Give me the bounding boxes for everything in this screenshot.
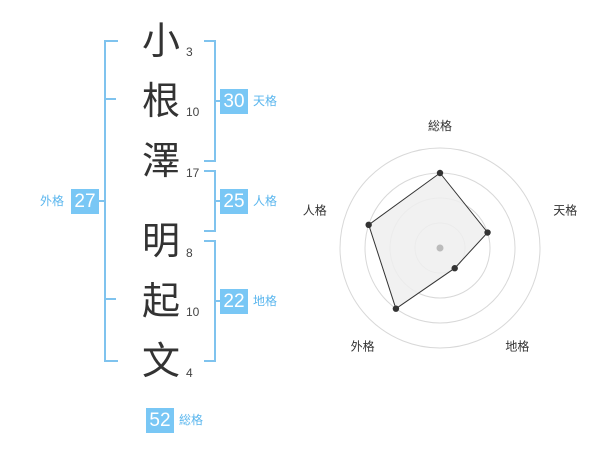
radar-data-area [368, 172, 489, 310]
radar-point-1 [436, 169, 444, 177]
name-char-6: 文 [141, 339, 180, 383]
tenkaku-badge: 30 [220, 89, 248, 114]
stroke-count-5: 10 [186, 305, 200, 319]
soukaku-badge: 52 [146, 408, 174, 433]
stroke-count-1: 3 [186, 45, 193, 59]
name-char-5: 起 [141, 279, 180, 323]
tenkaku-label: 天格 [253, 94, 278, 108]
gaikaku-connector [98, 200, 104, 202]
radar-axis-label-1: 総格 [428, 118, 452, 133]
radar-point-5 [365, 221, 372, 229]
chikaku-label: 地格 [253, 294, 278, 308]
gaikaku-badge: 27 [71, 189, 99, 214]
name-char-4: 明 [141, 219, 180, 263]
stroke-count-3: 17 [186, 166, 200, 180]
jinkaku-badge: 25 [220, 189, 248, 214]
name-char-1: 小 [141, 19, 180, 63]
jinkaku-label: 人格 [253, 194, 278, 208]
radar-axis-label-2: 天格 [553, 202, 577, 217]
name-char-2: 根 [141, 79, 180, 123]
radar-point-3 [451, 265, 458, 272]
name-char-3: 澤 [141, 139, 180, 183]
gaikaku-bracket [104, 40, 118, 362]
radar-point-4 [392, 305, 400, 312]
radar-axis-label-5: 人格 [303, 202, 327, 217]
stroke-count-2: 10 [186, 105, 200, 119]
tenkaku-connector [214, 100, 220, 102]
gaikaku-tick-bottom [104, 298, 116, 300]
chikaku-badge: 22 [220, 289, 248, 314]
stroke-count-4: 8 [186, 246, 193, 260]
soukaku-label: 総格 [179, 413, 204, 427]
chikaku-connector [214, 300, 220, 302]
radar-data-points [365, 169, 491, 312]
gaikaku-tick-top [104, 98, 116, 100]
jinkaku-connector [214, 200, 220, 202]
gaikaku-label: 外格 [40, 194, 65, 208]
radar-point-2 [484, 229, 491, 236]
stroke-count-6: 4 [186, 366, 193, 380]
radar-ring-4 [339, 147, 541, 349]
radar-center-dot [436, 244, 444, 252]
radar-axis-label-3: 地格 [505, 339, 529, 354]
radar-axis-label-4: 外格 [351, 339, 375, 354]
